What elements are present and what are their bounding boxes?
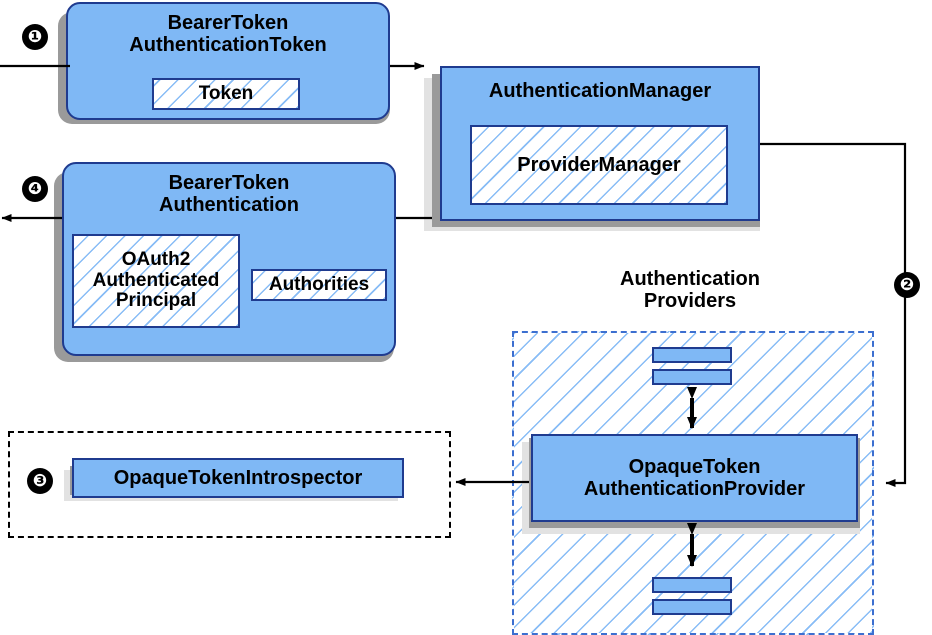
authentication-providers-group-label: Authentication Providers	[560, 268, 820, 313]
inner-oauth2-authenticated-principal-box[interactable]: OAuth2 Authenticated Principal	[72, 234, 240, 328]
inner-authorities-label: Authorities	[268, 274, 370, 295]
provider-bottom-interface-bar-1	[652, 577, 732, 593]
node-opaque-token-authentication-provider[interactable]: OpaqueToken AuthenticationProvider	[531, 434, 858, 522]
inner-token-box[interactable]: Token	[152, 78, 300, 110]
opaque-token-introspector-title: OpaqueTokenIntrospector	[113, 466, 363, 489]
provider-top-interface-bar-1	[652, 347, 732, 363]
inner-authorities-box[interactable]: Authorities	[251, 269, 387, 301]
bearer-token-authentication-token-title-line2: AuthenticationToken	[129, 34, 327, 57]
opaque-token-authentication-provider-title-line1: OpaqueToken	[628, 455, 761, 478]
inner-principal-line2: Authenticated	[92, 269, 220, 291]
inner-token-label: Token	[198, 83, 254, 104]
inner-provider-manager-label: ProviderManager	[517, 153, 681, 176]
opaque-token-authentication-provider-title-line2: AuthenticationProvider	[583, 478, 806, 500]
node-opaque-token-introspector[interactable]: OpaqueTokenIntrospector	[72, 458, 404, 498]
inner-principal-line3: Principal	[115, 290, 197, 312]
step-badge-3: ❸	[27, 468, 53, 494]
step-badge-4: ❹	[22, 176, 48, 202]
bearer-token-authentication-title-line1: BearerToken	[168, 172, 290, 194]
authentication-providers-label-line1: Authentication	[620, 268, 760, 290]
step-badge-2: ❷	[894, 272, 920, 298]
provider-top-interface-bar-2	[652, 369, 732, 385]
bearer-token-authentication-title-line2: Authentication	[159, 194, 299, 217]
authentication-providers-label-line2: Providers	[643, 290, 737, 313]
provider-bottom-interface-bar-2	[652, 599, 732, 615]
bearer-token-authentication-token-title-line1: BearerToken	[167, 12, 289, 34]
inner-provider-manager-box[interactable]: ProviderManager	[470, 125, 728, 205]
step-badge-1: ❶	[22, 24, 48, 50]
opaque-token-introspector-group-container	[8, 431, 451, 538]
authentication-manager-title: AuthenticationManager	[488, 80, 712, 102]
inner-principal-line1: OAuth2	[121, 248, 191, 270]
